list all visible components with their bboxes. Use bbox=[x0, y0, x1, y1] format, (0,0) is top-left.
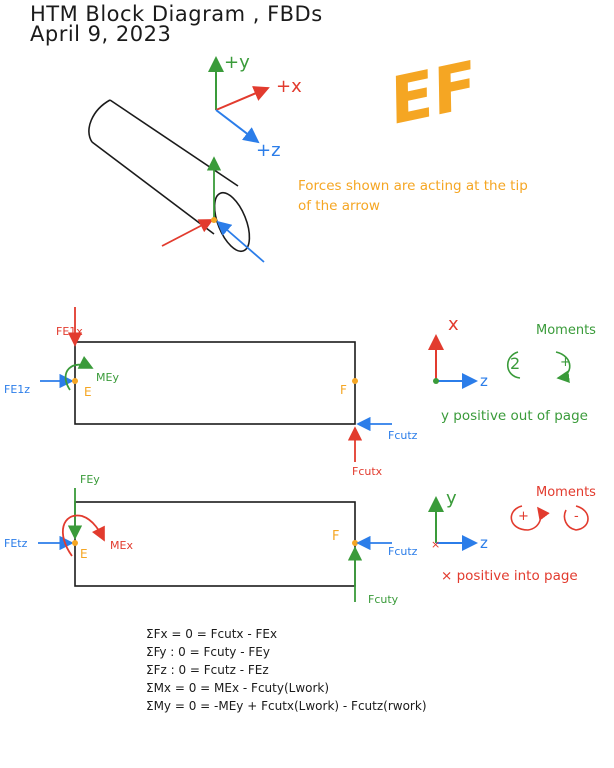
tip-forces bbox=[161, 156, 265, 263]
fbd2-E-label: E bbox=[80, 547, 88, 561]
page-date: April 9, 2023 bbox=[30, 22, 172, 46]
equation-sum-fx: ΣFx = 0 = Fcutx - FEx bbox=[146, 627, 278, 641]
fbd1-point-F bbox=[352, 378, 358, 384]
fbd1-MEy-label: MEy bbox=[96, 371, 119, 384]
fbd1-axis-z-label: z bbox=[480, 372, 488, 390]
fbd2-axis-origin-cross: × bbox=[431, 538, 440, 551]
fbd1-forces bbox=[40, 307, 392, 462]
fbd1-Fcut-x-label: Fcutx bbox=[352, 465, 383, 478]
tip-note-line2: of the arrow bbox=[298, 198, 380, 214]
fbd2-axis-note: × positive into page bbox=[441, 568, 578, 584]
fbd1-F-label: F bbox=[340, 383, 347, 397]
fbd1-moment-cw-mark: + bbox=[560, 355, 571, 370]
equation-sum-mx: ΣMx = 0 = MEx - Fcuty(Lwork) bbox=[146, 681, 330, 695]
fbd2-moment-plus-arc bbox=[510, 505, 550, 531]
equation-sum-fz: ΣFz : 0 = Fcutz - FEz bbox=[146, 663, 269, 677]
fbd2-axis-z-label: z bbox=[480, 534, 488, 552]
fbd2-Fcut-z-label: Fcutz bbox=[388, 545, 418, 558]
fbd1-MEy-arc bbox=[64, 355, 94, 391]
fbd1-moments-title: Moments bbox=[536, 323, 596, 338]
iso-z-axis-arrow bbox=[215, 109, 260, 144]
tip-note-line1: Forces shown are acting at the tip bbox=[298, 178, 528, 194]
fbd1-axes bbox=[428, 334, 571, 389]
iso-axes bbox=[208, 56, 270, 144]
cylinder-bottom-edge bbox=[91, 141, 215, 235]
fbd2-FE-z-label: FEtz bbox=[4, 537, 28, 550]
iso-y-label: +y bbox=[224, 52, 250, 73]
equation-sum-fy: ΣFy : 0 = Fcuty - FEy bbox=[146, 645, 270, 659]
iso-x-label: +x bbox=[276, 76, 302, 97]
fbd2-MEx-label: MEx bbox=[110, 539, 133, 552]
fbd2-moments-title: Moments bbox=[536, 485, 596, 500]
fbd2-forces bbox=[38, 488, 392, 602]
fbd1-moment-cw-arc bbox=[555, 351, 571, 383]
fbd1-axis-origin-dot bbox=[433, 378, 439, 384]
fbd1-axis-note: y positive out of page bbox=[441, 408, 588, 424]
fbd2-moment-plus-mark: + bbox=[518, 509, 529, 524]
cylinder-top-edge bbox=[109, 99, 239, 187]
fbd2-axes: × bbox=[428, 496, 589, 551]
fbd2-FE-y-label: FEy bbox=[80, 473, 100, 486]
fbd2-MEx-arc bbox=[62, 514, 105, 557]
fbd1-FE-z-label: FE1z bbox=[4, 383, 31, 396]
fbd1-moment-ccw-mark: 2 bbox=[510, 354, 521, 373]
iso-z-label: +z bbox=[256, 140, 281, 161]
ef-logo: EF bbox=[383, 48, 485, 140]
fbd1-Fcut-z-label: Fcutz bbox=[388, 429, 418, 442]
fbd1-point-E bbox=[72, 378, 78, 384]
fbd2-moment-minus-arc bbox=[563, 505, 589, 531]
fbd1-FE-x-label: FE1x bbox=[56, 325, 83, 338]
equation-sum-my: ΣMy = 0 = -MEy + Fcutx(Lwork) - Fcutz(rw… bbox=[146, 699, 427, 713]
fbd1-axis-x-label: x bbox=[448, 314, 459, 335]
fbd2-F-label: F bbox=[332, 529, 340, 544]
fbd2-Fcut-y-label: Fcuty bbox=[368, 593, 399, 606]
tip-force-blue bbox=[216, 220, 265, 263]
fbd2-axis-y-label: y bbox=[446, 488, 457, 509]
cylinder-back-end bbox=[88, 99, 111, 143]
fbd1-E-label: E bbox=[84, 385, 92, 399]
iso-x-axis-arrow bbox=[215, 86, 270, 111]
fbd2-point-E bbox=[72, 540, 78, 546]
fbd2-point-F bbox=[352, 540, 358, 546]
fbd1-moment-ccw-arc bbox=[506, 351, 521, 379]
tip-force-red bbox=[161, 219, 214, 247]
tip-point bbox=[211, 217, 217, 223]
fbd2-moment-minus-mark: - bbox=[574, 509, 579, 524]
page-title: HTM Block Diagram , FBDs bbox=[30, 2, 323, 26]
